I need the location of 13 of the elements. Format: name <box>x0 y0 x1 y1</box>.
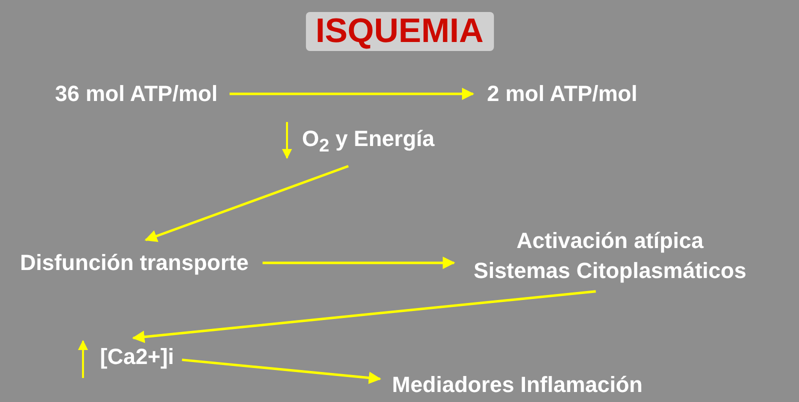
title: ISQUEMIA <box>305 12 494 51</box>
arrow <box>182 358 382 384</box>
node-label: Mediadores Inflamación <box>392 370 643 400</box>
node-label: Activación atípica Sistemas Citoplasmáticos <box>468 226 752 286</box>
arrow <box>132 290 596 344</box>
arrow <box>144 164 349 242</box>
node-label: 36 mol ATP/mol <box>55 79 218 109</box>
node-label: 2 mol ATP/mol <box>487 79 638 109</box>
arrow <box>230 88 474 100</box>
node-label: Disfunción transporte <box>20 248 249 278</box>
arrow <box>262 256 456 270</box>
node-label: [Ca2+]i <box>100 342 174 372</box>
node-label: O$_{2}$ y Energía <box>302 124 434 158</box>
